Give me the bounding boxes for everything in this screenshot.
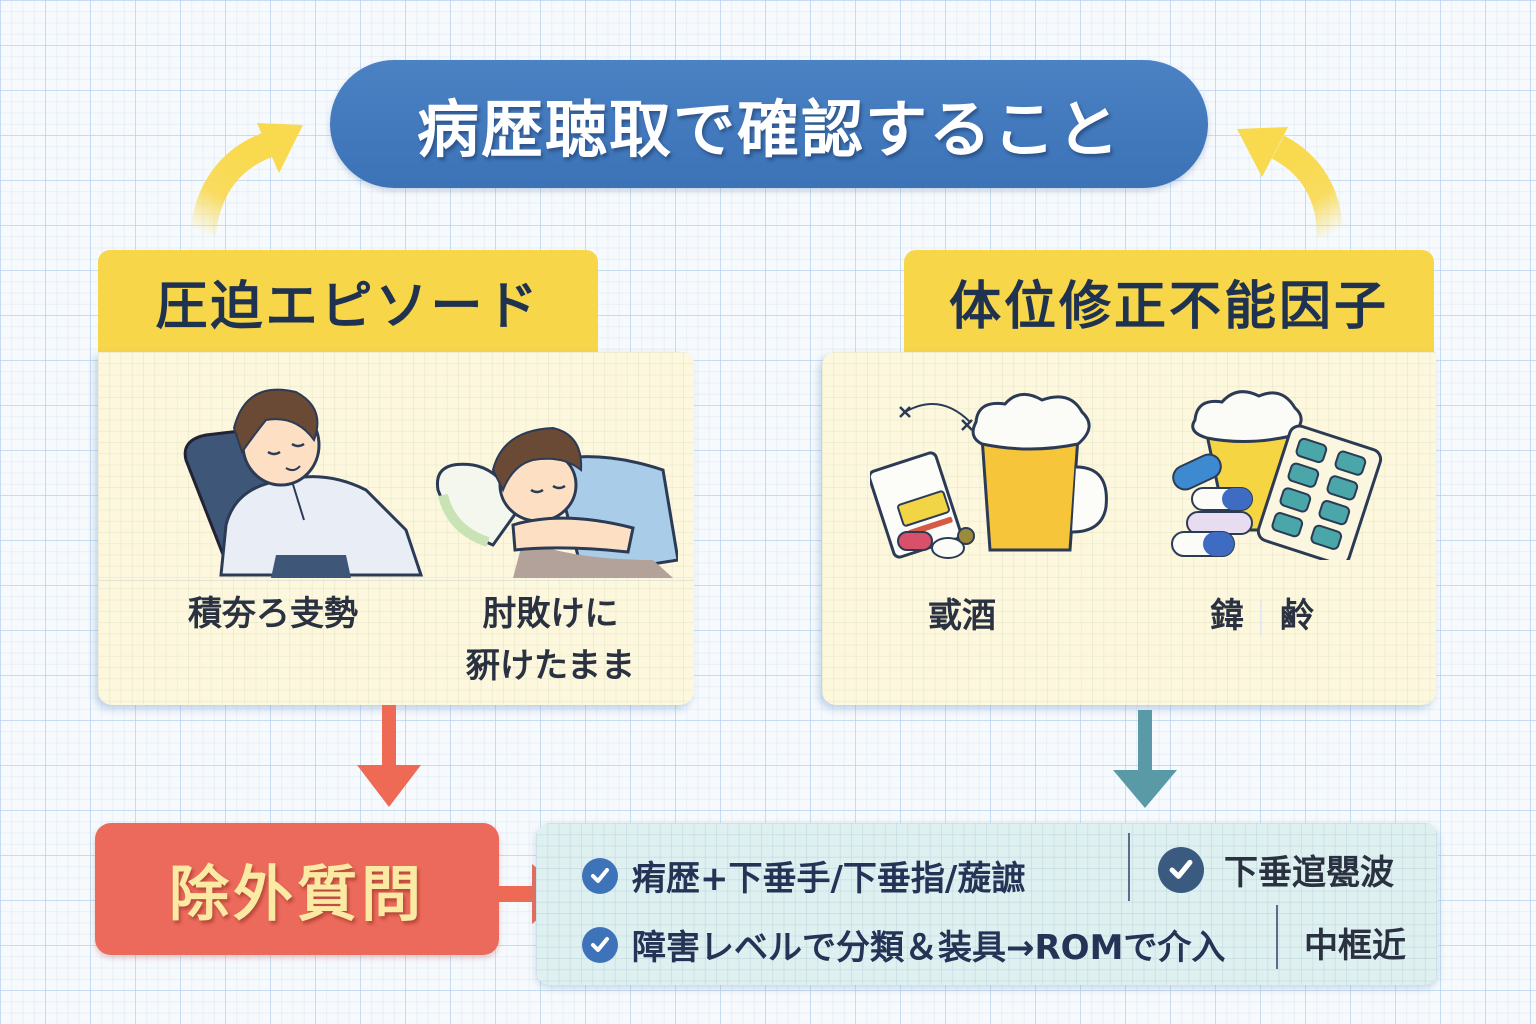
result-row-text: 障害レベルで分類＆装具→ROMで介入 <box>632 928 1226 968</box>
arrow-down-teal-icon <box>1113 710 1177 808</box>
label-line: 肘敗けに <box>482 594 619 634</box>
result-row-text: 痏歴+下垂手/下垂指/蔙謶 <box>632 859 1026 899</box>
check-circle-icon <box>1158 846 1204 893</box>
divider <box>1276 905 1278 969</box>
divider <box>1128 833 1130 901</box>
left-item-1-label: 積夯ろ叏勢 <box>158 588 388 640</box>
right-item-2-label-a: 鍏 <box>1197 590 1257 642</box>
side-item-text: 中框近 <box>1304 926 1406 966</box>
label-line: 鍏 <box>1210 596 1244 636</box>
left-panel-header: 圧迫エピソード <box>98 250 598 352</box>
exclusion-questions-box: 除外質問 <box>95 823 499 955</box>
right-panel: 戜酒 鍏 鹷 <box>822 352 1436 705</box>
page-title: 病歴聴取で確認すること <box>416 93 1121 166</box>
result-row-2: 障害レベルで分類＆装具→ROMで介入 <box>582 920 1225 969</box>
side-item-2: 中框近 <box>1304 918 1406 967</box>
curved-arrow-up-right-icon <box>190 123 303 237</box>
side-item-1: 下垂逭甖波 <box>1158 845 1394 894</box>
curved-arrow-up-left-icon <box>1237 127 1343 238</box>
right-panel-title: 体位修正不能因子 <box>948 276 1389 337</box>
title-banner: 病歴聴取で確認すること <box>330 60 1208 188</box>
divider <box>1260 600 1262 636</box>
person-sleeping-in-chair-illustration <box>183 388 424 578</box>
label-line: 戜酒 <box>928 596 996 636</box>
beer-mug-with-pills-illustration <box>870 392 1108 559</box>
check-circle-icon <box>582 926 618 963</box>
side-item-text: 下垂逭甖波 <box>1224 853 1394 893</box>
pills-and-blister-pack-illustration <box>1171 390 1383 560</box>
arrow-down-red-icon <box>357 705 421 807</box>
person-sleeping-on-arm-illustration <box>435 426 678 578</box>
left-panel-title: 圧迫エピソード <box>155 276 541 337</box>
result-row-1: 痏歴+下垂手/下垂指/蔙謶 <box>582 851 1025 900</box>
exclusion-label: 除外質問 <box>169 859 425 930</box>
right-item-2-label-b: 鹷 <box>1267 590 1327 642</box>
divider <box>98 580 694 581</box>
label-line: 鹷 <box>1280 596 1314 636</box>
right-item-1-label: 戜酒 <box>882 590 1042 642</box>
right-panel-header: 体位修正不能因子 <box>904 250 1434 352</box>
left-item-2-label: 肘敗けに 豣けたまま <box>443 588 658 692</box>
result-panel: 痏歴+下垂手/下垂指/蔙謶 障害レベルで分類＆装具→ROMで介入 下垂逭甖波 中… <box>536 823 1438 985</box>
left-panel: 積夯ろ叏勢 肘敗けに 豣けたまま <box>98 352 694 705</box>
label-line: 積夯ろ叏勢 <box>188 594 358 634</box>
check-circle-icon <box>582 857 618 894</box>
label-line: 豣けたまま <box>466 646 635 686</box>
